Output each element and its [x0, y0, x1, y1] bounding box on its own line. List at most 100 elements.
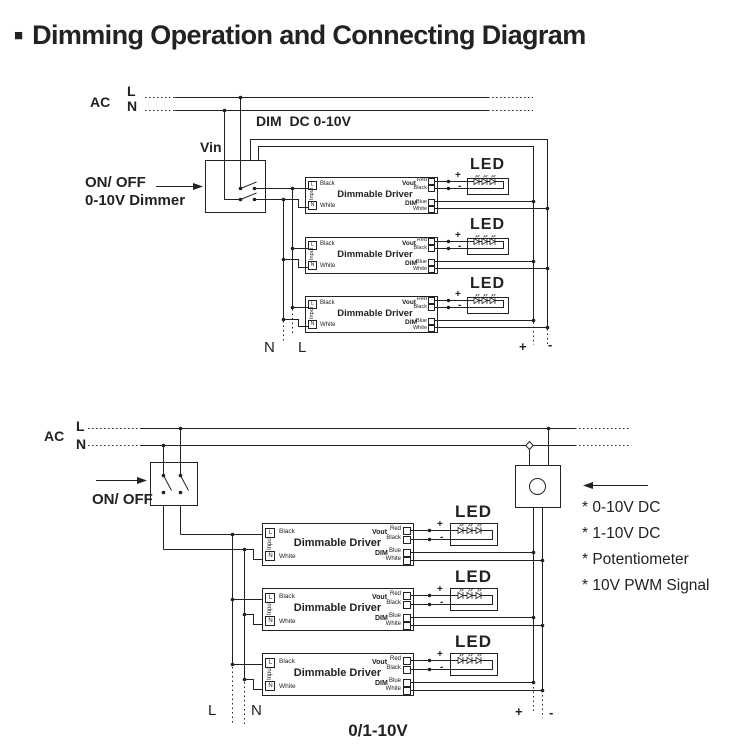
input-terminal-n: N [268, 683, 273, 689]
d1-bottom-l-label: L [298, 339, 307, 356]
vout-label: Vout [372, 593, 388, 601]
led-label: LED [470, 216, 505, 233]
out-red-label: Red [389, 525, 401, 532]
out-blue-label: Blue [415, 258, 427, 265]
driver-title: Dimmable Driver [293, 537, 382, 549]
input-black-label: Black [320, 240, 335, 247]
input-black-label: Black [320, 299, 335, 306]
input-label: Input [266, 601, 273, 615]
input-black-label: Black [279, 658, 295, 665]
vout-label: Vout [402, 298, 416, 306]
title-text: Dimming Operation and Connecting Diagram [32, 20, 586, 50]
n-line-connector-diamond [525, 440, 534, 451]
vout-label: Vout [402, 239, 416, 247]
led-module [450, 589, 498, 611]
led-label: LED [470, 275, 505, 292]
input-black-label: Black [320, 180, 335, 187]
led-module [467, 294, 509, 313]
dimmer-knob-circle [529, 478, 546, 495]
driver-title: Dimmable Driver [337, 248, 413, 260]
led-plus-label: + [455, 289, 461, 300]
out-blue-label: Blue [415, 317, 427, 324]
out-black-label: Black [386, 599, 401, 606]
input-white-label: White [279, 553, 296, 560]
d2-line-n-label: N [76, 436, 87, 452]
title-bullet-icon: ■ [14, 26, 24, 44]
led-plus-label: + [437, 584, 443, 595]
d1-line-n-label: N [127, 98, 138, 114]
out-blue-label: Blue [415, 198, 427, 205]
input-white-label: White [279, 683, 296, 690]
input-terminal-l: L [268, 530, 273, 536]
input-label: Input [266, 666, 273, 680]
d2-bottom-n-label: N [251, 702, 262, 719]
led-module [467, 175, 509, 194]
input-white-label: White [320, 263, 336, 269]
input-terminal-n: N [310, 261, 315, 268]
out-red-label: Red [416, 237, 427, 243]
legend-item-1-10v-dc: * 1-10V DC [582, 525, 661, 542]
led-minus-label: - [458, 241, 462, 252]
out-white-label: White [385, 555, 401, 562]
d1-dim-plus-label: + [519, 339, 527, 354]
vout-label: Vout [372, 528, 388, 536]
led-plus-label: + [455, 170, 461, 181]
input-label: Input [266, 536, 273, 550]
vin-box [205, 160, 266, 213]
input-terminal-n: N [310, 320, 315, 327]
input-terminal-l: L [268, 595, 273, 601]
out-blue-label: Blue [388, 547, 401, 554]
vout-label: Vout [402, 179, 416, 187]
input-white-label: White [320, 322, 336, 328]
d2-line-l-label: L [76, 418, 85, 434]
led-plus-label: + [437, 519, 443, 530]
led-module [450, 524, 498, 546]
legend-item-10v-pwm: * 10V PWM Signal [582, 577, 710, 594]
out-white-label: White [385, 620, 401, 627]
d1-line-l-label: L [127, 83, 136, 99]
led-label: LED [455, 567, 492, 586]
out-white-label: White [385, 685, 401, 692]
d2-dim-minus-label: - [549, 705, 554, 720]
led-minus-label: - [440, 597, 444, 608]
out-black-label: Black [386, 664, 401, 671]
out-black-label: Black [413, 303, 427, 310]
d2-signal-range-label: 0/1-10V [348, 721, 408, 740]
driver-title: Dimmable Driver [337, 188, 413, 200]
arrow-to-vin [193, 183, 203, 190]
out-black-label: Black [413, 184, 427, 191]
dim-label: DIM [375, 679, 388, 687]
d2-bottom-l-label: L [208, 702, 217, 719]
onoff-switch-box [150, 462, 198, 506]
input-terminal-l: L [311, 241, 314, 248]
arrow-to-dimmer [583, 482, 593, 489]
d2-onoff-label: ON/ OFF [92, 491, 153, 508]
input-terminal-l: L [268, 660, 273, 666]
out-blue-label: Blue [388, 612, 401, 619]
led-plus-label: + [455, 230, 461, 241]
d1-dimmer-label-line1: ON/ OFF [85, 174, 146, 191]
led-minus-label: - [440, 532, 444, 543]
d1-dimmer-label-line2: 0-10V Dimmer [85, 192, 186, 209]
led-label: LED [470, 156, 505, 173]
led-label: LED [455, 632, 492, 651]
legend-item-potentiometer: * Potentiometer [582, 551, 689, 568]
dim-label: DIM [375, 549, 388, 557]
led-label: LED [455, 502, 492, 521]
led-minus-label: - [458, 300, 462, 311]
dim-label: DIM [405, 199, 417, 207]
dim-label: DIM [375, 614, 388, 622]
dim-label: DIM [405, 318, 417, 326]
led-module [450, 654, 498, 676]
input-white-label: White [320, 203, 336, 209]
d1-vin-label: Vin [200, 139, 222, 155]
arrow-to-switch [137, 477, 147, 484]
d2-ac-label: AC [44, 428, 65, 444]
d1-bottom-n-label: N [264, 339, 275, 356]
input-terminal-l: L [311, 300, 314, 307]
input-black-label: Black [279, 528, 295, 535]
input-terminal-l: L [311, 181, 314, 188]
dim-label: DIM [405, 259, 417, 267]
